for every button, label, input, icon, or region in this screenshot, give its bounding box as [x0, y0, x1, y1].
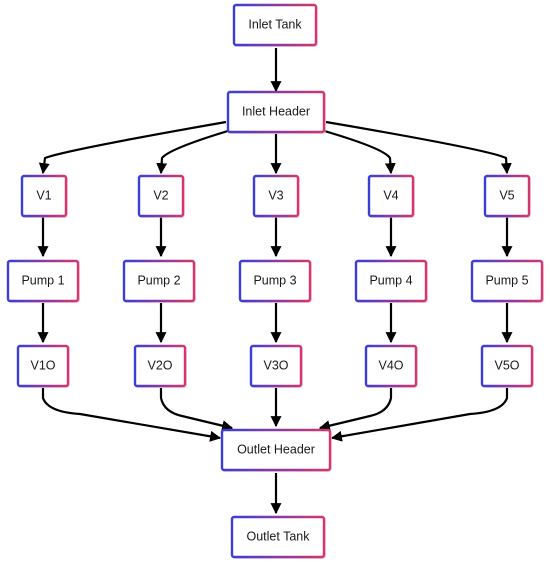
node-inlet-tank[interactable]: Inlet Tank: [232, 3, 318, 47]
node-v2-label: V2: [153, 188, 168, 202]
node-outlet-header[interactable]: Outlet Header: [220, 428, 332, 472]
node-pump3-label: Pump 3: [253, 273, 296, 287]
node-v2o[interactable]: V2O: [133, 344, 187, 388]
node-outlet-header-label: Outlet Header: [237, 442, 315, 456]
node-v2o-label: V2O: [147, 358, 172, 372]
node-v4o[interactable]: V4O: [364, 344, 418, 388]
edge-inlet-header-to-v5: [325, 120, 512, 175]
edge-v4o-to-outlet-header: [318, 388, 393, 432]
edge-inlet-header-to-v1: [38, 120, 227, 175]
edge-v2o-to-outlet-header: [159, 388, 234, 432]
nodes-layer: Inlet Tank Inlet Header V1 V2 V3 V4: [6, 3, 544, 559]
node-v3[interactable]: V3: [252, 174, 300, 218]
node-inlet-header-label: Inlet Header: [242, 104, 310, 118]
node-v3o-label: V3O: [263, 358, 288, 372]
node-v5o-label: V5O: [494, 358, 519, 372]
node-inlet-header[interactable]: Inlet Header: [226, 90, 326, 134]
node-inlet-tank-label: Inlet Tank: [248, 17, 302, 31]
node-v5-label: V5: [499, 188, 514, 202]
node-v5o[interactable]: V5O: [480, 344, 534, 388]
node-v1[interactable]: V1: [20, 174, 68, 218]
node-pump3[interactable]: Pump 3: [238, 259, 312, 303]
node-pump2[interactable]: Pump 2: [122, 259, 196, 303]
edge-v1o-to-outlet-header: [41, 388, 222, 442]
edge-inlet-header-to-v4: [313, 126, 396, 175]
node-pump2-label: Pump 2: [137, 273, 180, 287]
edge-v5o-to-outlet-header: [330, 388, 509, 442]
node-v4-label: V4: [383, 188, 398, 202]
node-v4[interactable]: V4: [367, 174, 415, 218]
node-outlet-tank[interactable]: Outlet Tank: [230, 515, 326, 559]
node-pump1-label: Pump 1: [21, 273, 64, 287]
node-v1o-label: V1O: [30, 358, 55, 372]
node-v3o[interactable]: V3O: [249, 344, 303, 388]
node-pump1[interactable]: Pump 1: [6, 259, 80, 303]
node-pump4-label: Pump 4: [369, 273, 412, 287]
node-pump5[interactable]: Pump 5: [470, 259, 544, 303]
node-v3-label: V3: [268, 188, 283, 202]
node-pump5-label: Pump 5: [485, 273, 528, 287]
node-v1-label: V1: [36, 188, 51, 202]
node-v1o[interactable]: V1O: [16, 344, 70, 388]
node-pump4[interactable]: Pump 4: [354, 259, 428, 303]
node-v2[interactable]: V2: [137, 174, 185, 218]
edges-layer: [37, 48, 513, 515]
node-v4o-label: V4O: [378, 358, 403, 372]
edge-inlet-header-to-v2: [156, 126, 239, 175]
node-v5[interactable]: V5: [483, 174, 531, 218]
node-outlet-tank-label: Outlet Tank: [246, 529, 310, 543]
